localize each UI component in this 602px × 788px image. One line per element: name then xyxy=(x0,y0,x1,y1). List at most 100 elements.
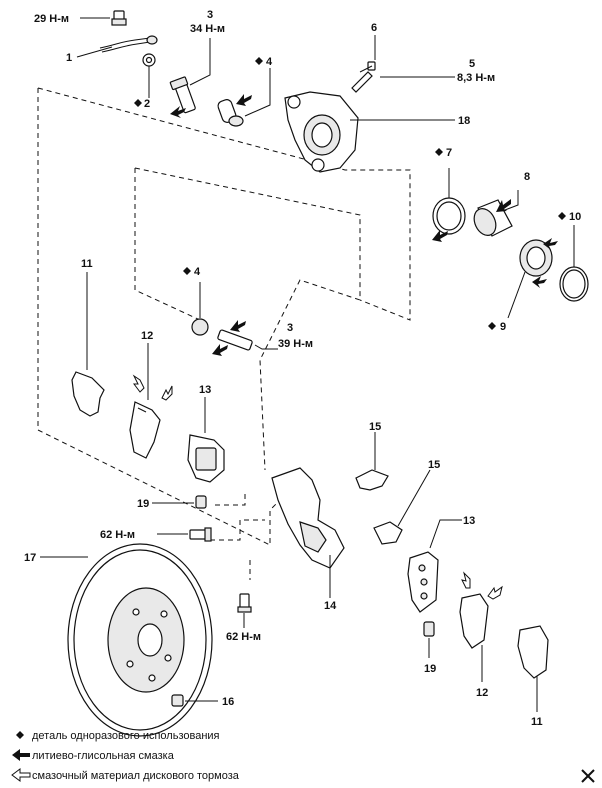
diamond-icon xyxy=(16,731,24,739)
legend-item-lithium-grease: литиево-глисольная смазка xyxy=(32,750,175,762)
callout-2: 2 xyxy=(144,98,150,110)
dashed-assembly-outline-top xyxy=(37,87,411,321)
leader-13-right xyxy=(429,519,462,549)
callout-3-upper: 3 xyxy=(207,9,213,21)
grease-arrow-icon xyxy=(230,320,246,332)
diamond-icon xyxy=(134,99,142,107)
callout-15-upper: 15 xyxy=(369,421,381,433)
pad-support-plate-lower-icon xyxy=(373,521,403,545)
grease-arrow-icon xyxy=(432,230,448,242)
callout-8: 8 xyxy=(524,171,530,183)
legend-item-disposable: деталь одноразового использования xyxy=(32,730,220,742)
leader-8 xyxy=(504,190,519,211)
callout-13-left: 13 xyxy=(199,384,211,396)
outline-arrow-icon xyxy=(11,768,31,782)
leader-3-upper xyxy=(189,38,211,86)
callout-19-right: 19 xyxy=(424,663,436,675)
bolt-62nm-upper-icon xyxy=(189,527,212,542)
diamond-icon xyxy=(435,148,443,156)
dashed-line-to-pad xyxy=(215,490,246,506)
legend: деталь одноразового использования литиев… xyxy=(11,730,240,782)
pad-support-plate-upper-icon xyxy=(355,469,389,491)
callout-11-left: 11 xyxy=(81,258,93,270)
pad-clip-left-icon xyxy=(195,495,207,509)
brake-pad-right-icon xyxy=(407,551,439,613)
brake-hose-icon xyxy=(99,35,158,53)
callout-4-upper: 4 xyxy=(266,56,273,68)
anti-squeal-shim-left-icon xyxy=(71,371,105,417)
grease-arrow-icon xyxy=(543,238,558,250)
piston-seal-icon xyxy=(432,197,466,235)
bleeder-screw-icon xyxy=(351,61,376,93)
callout-7: 7 xyxy=(446,147,452,159)
piston-icon xyxy=(473,199,513,237)
callout-12-right: 12 xyxy=(476,687,488,699)
dashed-assembly-outline-inner xyxy=(134,167,361,471)
grease-arrow-icon xyxy=(170,106,186,118)
callout-4-lower: 4 xyxy=(194,266,201,278)
outline-arrow-icon xyxy=(132,374,145,393)
dashed-assembly-outline-inner-left xyxy=(134,168,201,321)
set-ring-icon xyxy=(559,266,589,302)
outline-arrow-icon xyxy=(461,571,471,589)
brake-pad-left-icon xyxy=(187,434,225,483)
grease-arrow-icon xyxy=(212,344,228,356)
slide-pin-upper-icon xyxy=(169,76,196,114)
pad-clip-right-icon xyxy=(423,621,435,637)
callout-torque-39nm: 39 Н-м xyxy=(278,338,313,350)
callout-6: 6 xyxy=(371,22,377,34)
grease-arrow-icon xyxy=(496,199,511,212)
inner-shim-right-icon xyxy=(459,593,489,649)
callout-torque-34nm: 34 Н-м xyxy=(190,23,225,35)
callout-11-right: 11 xyxy=(531,716,543,728)
outline-arrow-icon xyxy=(161,385,173,401)
filled-arrow-icon xyxy=(12,749,30,761)
caliper-bracket-icon xyxy=(271,467,345,569)
hub-bolt-icon xyxy=(171,694,184,707)
dashed-line-to-bolt xyxy=(210,519,265,541)
bolt-62nm-lower-icon xyxy=(237,593,252,613)
boot-lower-icon xyxy=(191,318,209,336)
leader-4-upper xyxy=(244,68,271,117)
diamond-icon xyxy=(488,322,496,330)
caliper-body-icon xyxy=(284,91,359,173)
diamond-icon xyxy=(255,57,263,65)
grease-arrow-icon xyxy=(236,94,252,106)
tools-icon xyxy=(581,769,595,783)
slide-pin-lower-icon xyxy=(217,329,253,351)
grease-arrow-icon xyxy=(532,276,547,288)
callout-15-lower: 15 xyxy=(428,459,440,471)
diamond-icon xyxy=(183,267,191,275)
gasket-icon xyxy=(142,53,156,67)
outline-arrow-icon xyxy=(487,585,503,600)
leader-3-lower xyxy=(254,344,278,350)
callout-14: 14 xyxy=(324,600,337,612)
dashed-assembly-outline-outer xyxy=(37,88,301,546)
dust-boot-icon xyxy=(519,239,553,277)
callout-13-right: 13 xyxy=(463,515,475,527)
callout-torque-29nm: 29 Н-м xyxy=(34,13,69,25)
disc-rotor-icon xyxy=(67,543,213,737)
callout-1: 1 xyxy=(66,52,72,64)
diamond-icon xyxy=(558,212,566,220)
inner-shim-left-icon xyxy=(129,401,161,459)
callout-17: 17 xyxy=(24,552,36,564)
callout-12-left: 12 xyxy=(141,330,153,342)
callout-torque-8-3nm: 8,3 Н-м xyxy=(457,72,495,84)
leader-1 xyxy=(76,46,113,58)
callout-5: 5 xyxy=(469,58,475,70)
anti-squeal-shim-right-icon xyxy=(517,625,549,679)
callout-torque-62nm-lower: 62 Н-м xyxy=(226,631,261,643)
callout-3-lower: 3 xyxy=(287,322,293,334)
boot-upper-icon xyxy=(217,99,244,127)
callout-torque-62nm-upper: 62 Н-м xyxy=(100,529,135,541)
leader-15-lower xyxy=(397,469,431,527)
leader-9 xyxy=(507,271,526,319)
bolt-29nm-icon xyxy=(111,10,127,26)
callout-9: 9 xyxy=(500,321,506,333)
callout-10: 10 xyxy=(569,211,581,223)
callout-16: 16 xyxy=(222,696,234,708)
legend-item-disc-brake-grease: смазочный материал дискового тормоза xyxy=(32,770,240,782)
callout-19-left: 19 xyxy=(137,498,149,510)
